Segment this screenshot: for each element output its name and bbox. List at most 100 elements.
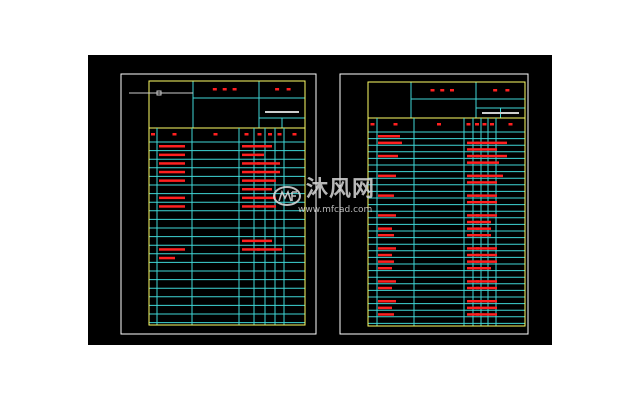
table-text bbox=[378, 247, 396, 250]
header-text bbox=[508, 123, 513, 126]
drawing-number-text bbox=[482, 112, 519, 114]
table-text bbox=[476, 306, 479, 310]
table-text bbox=[242, 170, 280, 174]
header-text bbox=[370, 123, 375, 126]
sheet-border bbox=[120, 73, 317, 335]
table-text bbox=[467, 313, 497, 316]
table-text bbox=[378, 154, 398, 158]
table-text bbox=[159, 179, 185, 182]
table-text bbox=[467, 154, 507, 158]
table-text bbox=[476, 194, 479, 197]
header-text bbox=[292, 133, 297, 136]
watermark: 沐风网 www.mfcad.com bbox=[272, 179, 382, 219]
header-text bbox=[475, 123, 479, 126]
table-text bbox=[159, 145, 185, 148]
table-text bbox=[467, 280, 497, 283]
table-text bbox=[257, 145, 260, 148]
table-text bbox=[257, 196, 260, 200]
table-text bbox=[467, 141, 507, 145]
table-text bbox=[467, 247, 497, 250]
header-text bbox=[490, 123, 494, 126]
table-text bbox=[378, 306, 392, 310]
table-text bbox=[257, 170, 260, 174]
table-text bbox=[159, 205, 185, 208]
table-text bbox=[467, 161, 499, 164]
header-text bbox=[437, 123, 441, 126]
table-text bbox=[476, 174, 479, 178]
title-text bbox=[450, 89, 454, 92]
table-text bbox=[476, 280, 479, 283]
table-text bbox=[476, 253, 479, 257]
title-text bbox=[212, 88, 217, 91]
title-text bbox=[430, 89, 435, 92]
table-text bbox=[378, 286, 392, 290]
table-text bbox=[476, 300, 479, 303]
table-text bbox=[378, 174, 396, 178]
table-text bbox=[242, 248, 282, 251]
header-text bbox=[257, 133, 262, 136]
watermark-brand: 沐风网 bbox=[306, 177, 376, 202]
table-text bbox=[467, 300, 497, 303]
table-text bbox=[467, 253, 497, 257]
table-text bbox=[159, 248, 185, 251]
table-text bbox=[159, 256, 175, 260]
table-text bbox=[467, 148, 497, 151]
header-text bbox=[172, 133, 177, 136]
table-text bbox=[257, 248, 260, 251]
title-text bbox=[232, 88, 237, 91]
table-text bbox=[476, 247, 479, 250]
drawing-frame bbox=[367, 81, 526, 327]
header-text bbox=[482, 123, 487, 126]
table-text bbox=[242, 162, 280, 165]
table-text bbox=[159, 153, 185, 157]
table-text bbox=[467, 260, 497, 263]
table-text bbox=[378, 280, 396, 283]
table-text bbox=[378, 194, 394, 197]
table-text bbox=[378, 141, 402, 145]
table-text bbox=[242, 188, 272, 191]
sheet-border bbox=[339, 73, 529, 335]
table-text bbox=[257, 153, 260, 157]
table-text bbox=[378, 227, 392, 230]
table-text bbox=[467, 306, 497, 310]
header-text bbox=[213, 133, 218, 136]
title-text bbox=[493, 89, 498, 92]
table-text bbox=[476, 227, 479, 230]
title-text bbox=[286, 88, 291, 91]
table-text bbox=[242, 239, 272, 243]
table-text bbox=[476, 141, 479, 145]
grip-marker bbox=[156, 90, 162, 96]
table-text bbox=[242, 153, 264, 157]
table-text bbox=[257, 179, 260, 182]
title-text bbox=[505, 89, 510, 92]
table-text bbox=[476, 214, 479, 217]
table-text bbox=[378, 313, 394, 316]
table-text bbox=[378, 253, 392, 257]
drawing-number-text bbox=[265, 111, 299, 113]
header-text bbox=[151, 133, 155, 136]
title-text bbox=[275, 88, 280, 91]
table-text bbox=[159, 162, 185, 165]
table-text bbox=[257, 205, 260, 208]
table-text bbox=[378, 234, 394, 237]
drawing-frame bbox=[148, 80, 306, 326]
table-text bbox=[378, 267, 392, 270]
table-text bbox=[476, 286, 479, 290]
title-text bbox=[222, 88, 227, 91]
table-text bbox=[159, 196, 185, 200]
table-text bbox=[476, 313, 479, 316]
title-text bbox=[440, 89, 445, 92]
table-text bbox=[378, 300, 396, 303]
table-text bbox=[257, 162, 260, 165]
table-text bbox=[476, 154, 479, 158]
watermark-url: www.mfcad.com bbox=[298, 205, 373, 215]
table-text bbox=[467, 214, 497, 217]
header-text bbox=[393, 123, 398, 126]
table-text bbox=[467, 201, 497, 204]
table-text bbox=[378, 135, 400, 138]
table-text bbox=[378, 260, 394, 263]
table-text bbox=[467, 286, 497, 290]
mf-logo-icon bbox=[273, 186, 301, 206]
table-text bbox=[467, 181, 497, 184]
